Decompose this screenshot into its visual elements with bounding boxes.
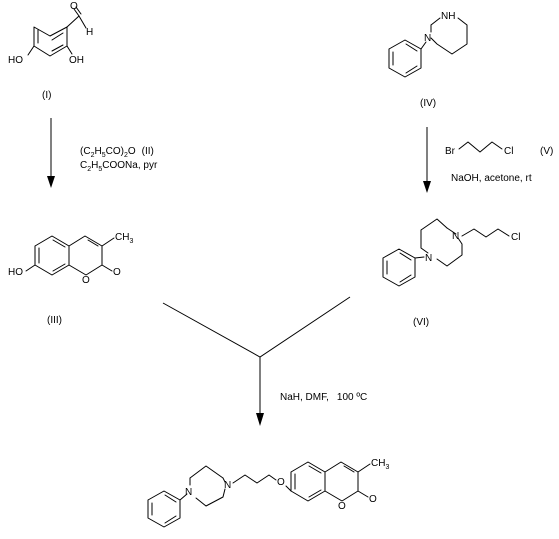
compound-III-structure: CH3 O O HO	[8, 232, 133, 286]
compound-I-h-aldehyde: H	[86, 27, 93, 38]
compound-III-ho: HO	[8, 267, 23, 278]
compound-I-ho: HO	[8, 55, 23, 66]
reagent-step3-conditions: NaH, DMF,100 ºC	[280, 392, 367, 403]
product-structure: N N O O O CH3	[147, 458, 389, 528]
product-o-ether: O	[277, 477, 285, 488]
product-n-bottom: N	[185, 487, 192, 498]
compound-IV-structure: NH N	[388, 11, 468, 78]
compound-VI-n-top: N	[452, 231, 459, 242]
compound-III-ch3: CH3	[115, 232, 133, 245]
reagent-step2-conditions: NaOH, acetone, rt	[451, 173, 532, 184]
product-o-carbonyl: O	[369, 494, 377, 505]
compound-V-structure: Br Cl	[445, 141, 513, 157]
down-arrow-icon	[423, 127, 431, 193]
compound-III-o-ring: O	[82, 275, 90, 286]
compound-VI-n-bottom: N	[425, 253, 432, 264]
compound-III-label: (III)	[47, 315, 62, 326]
product-o-ring: O	[338, 501, 346, 512]
product-ch3: CH3	[371, 458, 389, 471]
merge-lines-icon	[162, 296, 351, 426]
down-arrow-icon	[47, 118, 55, 188]
compound-IV-n: N	[424, 33, 431, 44]
compound-I-label: (I)	[42, 90, 51, 101]
compound-VI-label: (VI)	[413, 317, 429, 328]
compound-VI-cl: Cl	[511, 232, 520, 243]
compound-V-br: Br	[445, 146, 456, 157]
compound-IV-nh: NH	[441, 11, 455, 22]
compound-I-o-aldehyde: O	[70, 1, 78, 12]
product-n-top: N	[224, 480, 231, 491]
compound-I-oh: OH	[69, 55, 84, 66]
compound-V-label: (V)	[540, 146, 553, 157]
reagent-line-2: C2H5COONa, pyr	[80, 160, 158, 173]
compound-III-o-carbonyl: O	[113, 267, 121, 278]
compound-VI-structure: N N Cl	[382, 218, 520, 287]
compound-I-structure: O H HO OH	[8, 1, 93, 66]
compound-IV-label: (IV)	[420, 98, 436, 109]
compound-V-cl: Cl	[504, 146, 513, 157]
reagent-line-1: (C2H5CO)2O(II)	[80, 146, 154, 159]
